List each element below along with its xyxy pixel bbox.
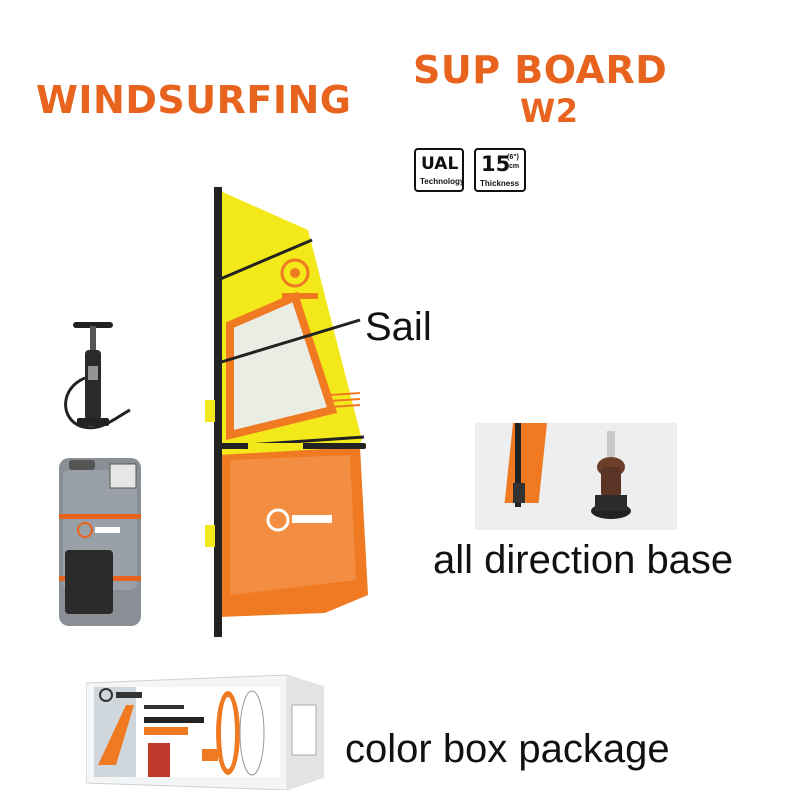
pump-image [64,322,131,430]
thickness-badge-cm: cm [509,163,520,170]
sup-board-title: SUP BOARD [413,48,668,92]
ual-technology-badge: UAL Technology [414,148,464,192]
base-image [475,423,677,530]
bag-image [59,458,141,626]
model-title: W2 [520,92,579,130]
ual-badge-caption: Technology [420,177,465,186]
base-label: all direction base [433,538,734,582]
thickness-badge-caption: Thickness [480,179,520,188]
color-box-image [86,674,324,790]
thickness-badge-number: 15 [481,152,511,176]
color-box-label: color box package [345,727,670,771]
thickness-badge-inch: (6") [507,154,519,161]
sail-label: Sail [365,305,432,349]
windsurfing-title: WINDSURFING [36,78,352,122]
ual-badge-text: UAL [421,154,459,174]
sail-image [205,187,368,637]
thickness-badge: 15 (6") cm Thickness [474,148,526,192]
